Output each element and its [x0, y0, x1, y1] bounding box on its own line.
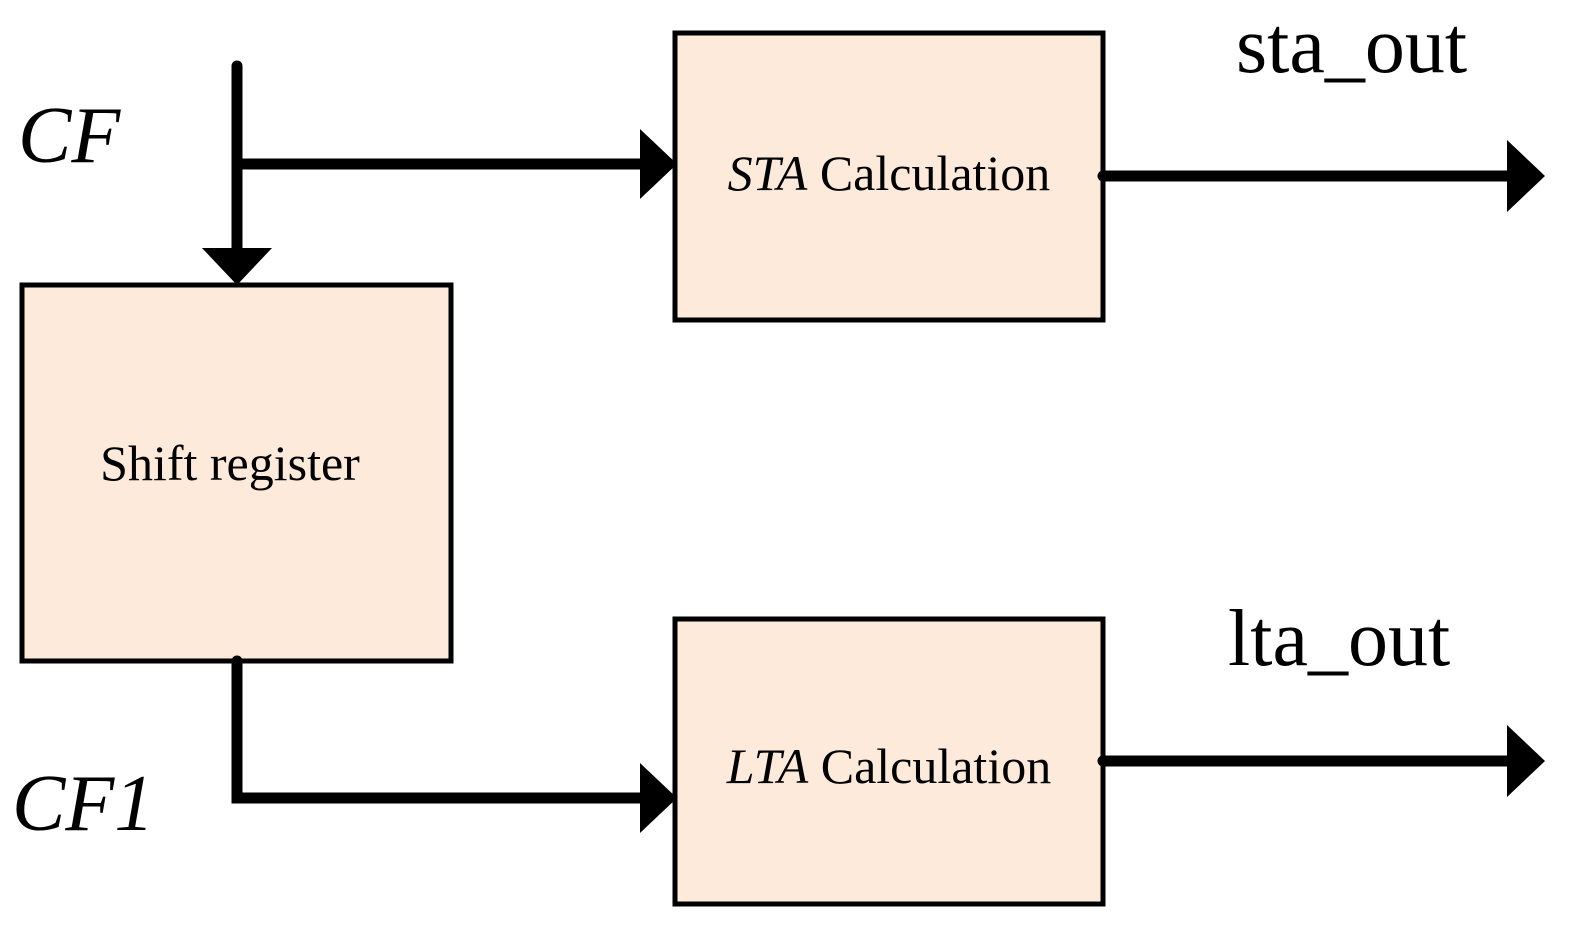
sta-label-prefix: STA: [728, 145, 808, 201]
lta-label-prefix: LTA: [726, 738, 809, 794]
lta-calculation-block: [672, 616, 1106, 907]
lta-out-label: lta_out: [1228, 595, 1450, 683]
sta-out-label: sta_out: [1236, 2, 1467, 90]
cf-signal-label: CF: [18, 92, 121, 180]
cf-to-shift-register-arrowhead: [202, 248, 272, 285]
shift-register-label: Shift register: [100, 435, 360, 491]
sta-calculation-label: STA Calculation: [728, 145, 1051, 201]
lta-label-suffix: Calculation: [808, 738, 1051, 794]
lta-calculation-label: LTA Calculation: [726, 738, 1051, 794]
cf1-to-lta-arrowhead: [640, 763, 677, 833]
shift-register-block: [19, 282, 454, 664]
cf1-signal-label: CF1: [12, 760, 154, 848]
cf1-to-lta-wire: [231, 655, 651, 804]
sta-output-arrowhead: [1507, 140, 1545, 212]
lta-output-arrowhead: [1507, 725, 1545, 797]
sta-calculation-block: [672, 30, 1106, 323]
sta-label-suffix: Calculation: [807, 145, 1050, 201]
cf-to-sta-arrowhead: [640, 129, 677, 199]
